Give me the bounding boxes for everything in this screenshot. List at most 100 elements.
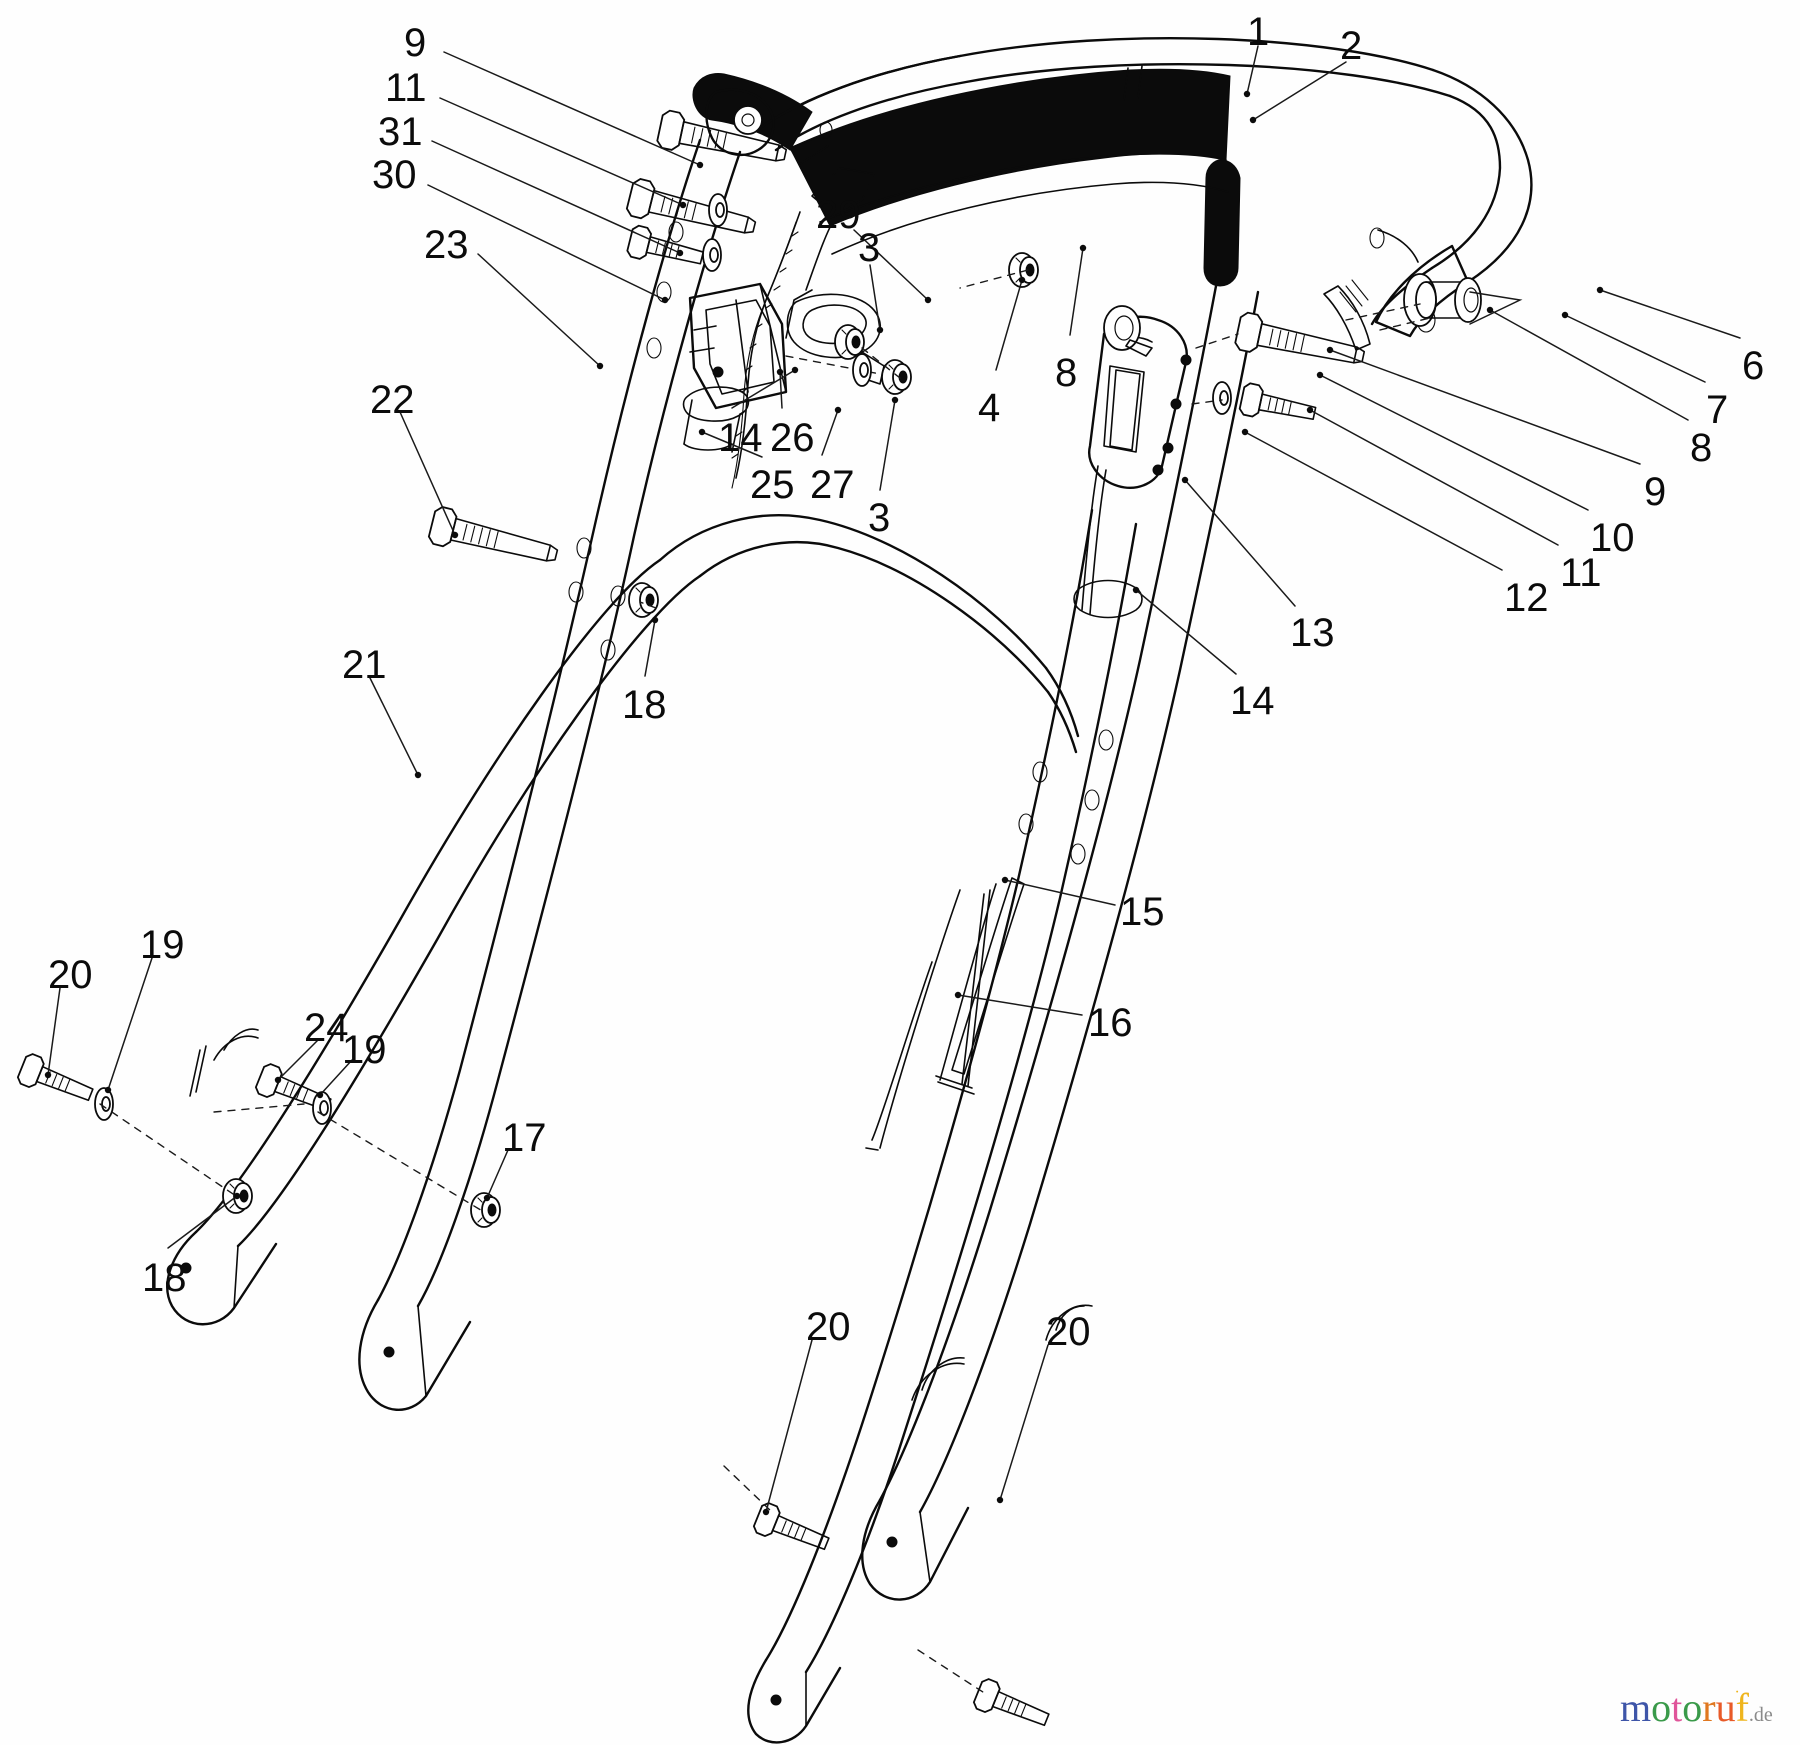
nut-3b (881, 359, 912, 395)
leader-line-30 (427, 184, 666, 301)
fastener-right-2 (1237, 381, 1319, 430)
leader-dot-12 (1241, 428, 1249, 436)
callout-number-4: 4 (978, 386, 1001, 430)
callout-number-9: 9 (404, 21, 427, 65)
callout-number-13: 13 (1290, 611, 1335, 655)
right-handle-tubes (747, 284, 1260, 1744)
fastener-22 (426, 504, 562, 575)
leader-line-26 (779, 371, 783, 409)
callout-number-19: 19 (342, 1028, 387, 1072)
leader-line-3 (879, 399, 896, 491)
leader-dot-3 (876, 326, 884, 334)
leader-dot-18 (233, 1192, 241, 1200)
assembly-axis-11 (917, 1649, 987, 1695)
leader-dot-9 (696, 161, 704, 169)
callout-number-3: 3 (868, 496, 891, 540)
leader-line-22 (399, 411, 456, 536)
callout-number-20: 20 (1046, 1310, 1091, 1354)
callout-number-10: 10 (1590, 516, 1635, 560)
callout-number-14: 14 (1230, 679, 1275, 723)
leader-line-17 (486, 1149, 509, 1199)
leader-line-11 (439, 97, 684, 206)
leader-line-7 (1564, 314, 1706, 383)
leader-dot-17 (483, 1194, 491, 1202)
callout-number-21: 21 (342, 643, 387, 687)
leader-line-4 (995, 279, 1023, 371)
leader-line-18 (644, 619, 656, 677)
washer-right-1 (1212, 381, 1232, 415)
leader-line-14 (731, 369, 796, 409)
leader-line-25 (701, 431, 763, 458)
left-upper-handle-tube (189, 138, 742, 1412)
callout-number-26: 26 (770, 416, 815, 460)
leader-line-31 (431, 140, 681, 254)
leader-dot-21 (414, 771, 422, 779)
leader-dot-6 (1596, 286, 1604, 294)
callout-number-20: 20 (806, 1305, 851, 1349)
fastener-right-1 (1233, 310, 1369, 377)
watermark-letter: f (1735, 1685, 1749, 1730)
washer-top-2 (702, 238, 722, 272)
callout-number-22: 22 (370, 378, 415, 422)
leader-dot-11 (679, 201, 687, 209)
leader-line-14 (1135, 589, 1237, 675)
leader-dot-4 (1018, 276, 1026, 284)
callout-number-20: 20 (48, 953, 93, 997)
callout-number-19: 19 (140, 923, 185, 967)
leader-dot-30 (661, 296, 669, 304)
leader-dot-19 (104, 1086, 112, 1094)
callout-number-17: 17 (502, 1116, 547, 1160)
callout-number-11: 11 (1560, 551, 1602, 595)
callout-number-25: 25 (750, 463, 795, 507)
leader-dot-7 (1561, 311, 1569, 319)
leader-dot-22 (451, 531, 459, 539)
leader-dot-20 (44, 1071, 52, 1079)
watermark-dot: · (1734, 1684, 1740, 1701)
leader-dot-16 (954, 991, 962, 999)
assembly-axis-2 (317, 1111, 485, 1213)
leader-dot-10 (1316, 371, 1324, 379)
callout-number-24: 24 (304, 1006, 349, 1050)
leader-dot-26 (776, 368, 784, 376)
leader-dot-19 (316, 1091, 324, 1099)
assembly-axis-6 (1195, 333, 1239, 349)
watermark-letter: t (1671, 1685, 1683, 1730)
assembly-axis-1 (99, 1103, 237, 1197)
leader-dot-14 (1132, 586, 1140, 594)
assembly-axis-8 (639, 601, 657, 609)
leader-line-12 (1244, 431, 1503, 571)
leader-dot-3 (891, 396, 899, 404)
watermark-letter: o (1682, 1685, 1703, 1730)
leader-line-19 (107, 957, 153, 1091)
leader-dot-15 (1001, 876, 1009, 884)
washer-19-left (94, 1087, 114, 1121)
leader-line-6 (1599, 289, 1741, 339)
callout-number-15: 15 (1120, 890, 1165, 934)
leader-dot-11 (1306, 406, 1314, 414)
leader-line-11 (1309, 409, 1559, 546)
washer-3 (852, 353, 872, 387)
callout-number-31: 31 (378, 110, 423, 154)
watermark-suffix: .de (1748, 1704, 1773, 1726)
leader-line-15 (1004, 879, 1116, 906)
right-mount-bracket (1323, 227, 1523, 351)
callout-number-14: 14 (718, 416, 763, 460)
callout-number-30: 30 (372, 153, 417, 197)
leader-line-29 (853, 229, 929, 301)
leader-line-8 (1069, 247, 1084, 336)
callout-number-1: 1 (1247, 10, 1270, 54)
callout-number-2: 2 (1340, 24, 1363, 68)
upper-left-bracket (705, 88, 833, 165)
leader-dot-29 (924, 296, 932, 304)
callout-number-6: 6 (1742, 344, 1765, 388)
leader-line-23 (477, 253, 601, 367)
leader-line-3 (869, 264, 881, 331)
callout-number-16: 16 (1088, 1001, 1133, 1045)
watermark-letter: r (1702, 1685, 1716, 1730)
leader-dot-20 (762, 1508, 770, 1516)
leader-line-13 (1184, 479, 1296, 607)
leader-dot-14 (791, 366, 799, 374)
leader-line-20 (47, 987, 61, 1076)
callout-number-11: 11 (385, 66, 427, 110)
